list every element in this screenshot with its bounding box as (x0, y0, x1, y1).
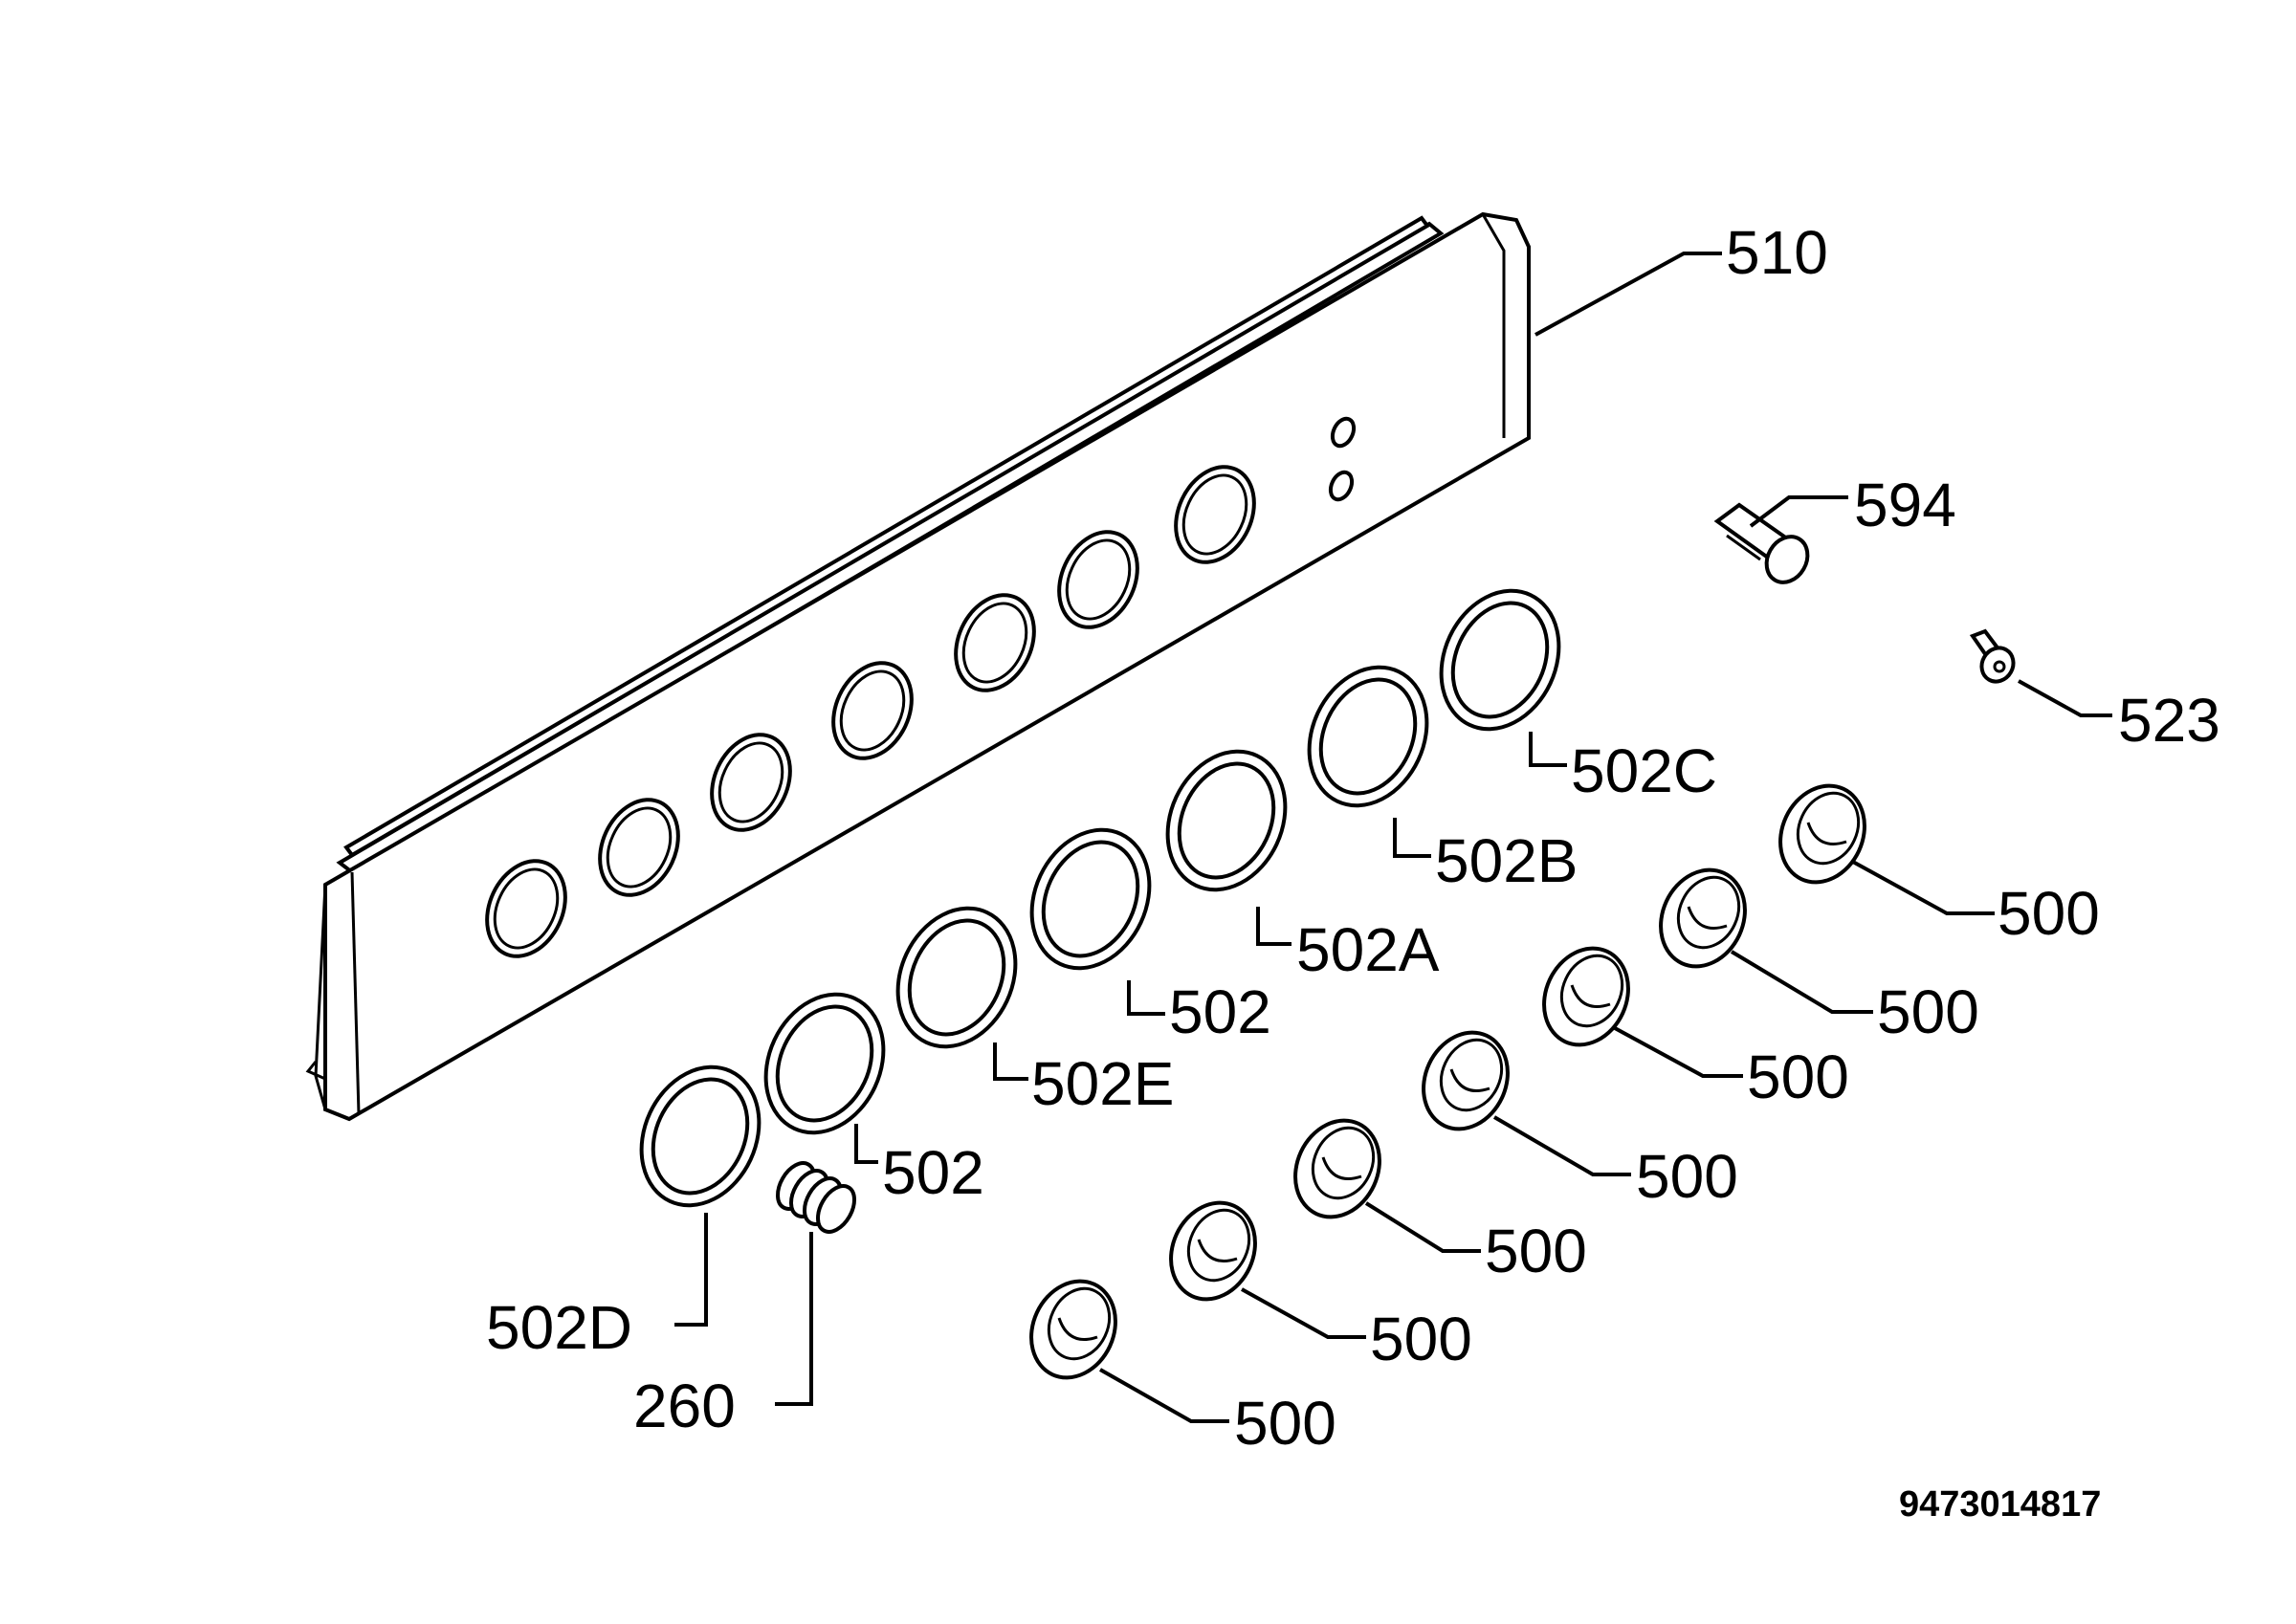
label-260: 260 (633, 1372, 736, 1440)
knob (1422, 1030, 1510, 1131)
ring-502e (895, 906, 1018, 1049)
leader-510 (1534, 252, 1722, 337)
label-knob-3: 500 (1747, 1042, 1849, 1111)
control-panel (305, 211, 1531, 1122)
leader-523 (2018, 679, 2112, 717)
label-knob-4: 500 (1636, 1142, 1738, 1211)
leader-knob-7 (1099, 1368, 1229, 1423)
label-594: 594 (1854, 471, 1956, 539)
label-510: 510 (1726, 218, 1828, 287)
lamp (1713, 502, 1810, 584)
leader-knob-1 (1850, 859, 1995, 915)
leader-knob-4 (1492, 1115, 1631, 1176)
knob (1293, 1118, 1381, 1219)
leader-502e (993, 1042, 1028, 1081)
screw (1969, 628, 2016, 684)
label-502-lower: 502 (882, 1138, 984, 1207)
label-knob-6: 500 (1370, 1305, 1472, 1373)
ring-502a (1165, 749, 1288, 892)
label-knob-1: 500 (1998, 879, 2100, 948)
label-knob-7: 500 (1234, 1389, 1336, 1458)
knob (1542, 946, 1630, 1047)
drawing-reference: 9473014817 (1899, 1484, 2101, 1525)
ring-502d (639, 1064, 762, 1208)
knob (1029, 1279, 1117, 1380)
leader-260 (775, 1232, 813, 1406)
leader-502c (1529, 732, 1567, 767)
label-knob-5: 500 (1485, 1217, 1587, 1285)
leader-knob-2 (1730, 950, 1873, 1014)
leader-594 (1749, 495, 1848, 528)
leader-knob-3 (1614, 1026, 1743, 1078)
knob (1659, 867, 1747, 969)
leader-502-lower (854, 1124, 878, 1164)
leader-knob-5 (1364, 1201, 1481, 1253)
ring-502-upper (1029, 827, 1152, 971)
label-knob-2: 500 (1877, 977, 1979, 1046)
leader-502a (1256, 907, 1292, 946)
spring (776, 1161, 856, 1234)
leader-502-upper (1127, 980, 1165, 1016)
label-502c: 502C (1571, 736, 1717, 805)
label-502-upper: 502 (1169, 977, 1271, 1046)
leader-knob-6 (1241, 1287, 1366, 1339)
leader-502d (674, 1213, 708, 1327)
label-502a: 502A (1296, 915, 1440, 984)
label-502b: 502B (1435, 826, 1578, 895)
ring-502b (1307, 665, 1429, 808)
ring-502c (1439, 588, 1561, 732)
ring-502-lower (763, 992, 886, 1135)
knob (1169, 1200, 1257, 1302)
label-502d: 502D (486, 1293, 632, 1362)
knob (1778, 783, 1866, 885)
label-502e: 502E (1031, 1049, 1174, 1118)
label-523: 523 (2118, 686, 2220, 755)
leader-502b (1393, 818, 1431, 858)
